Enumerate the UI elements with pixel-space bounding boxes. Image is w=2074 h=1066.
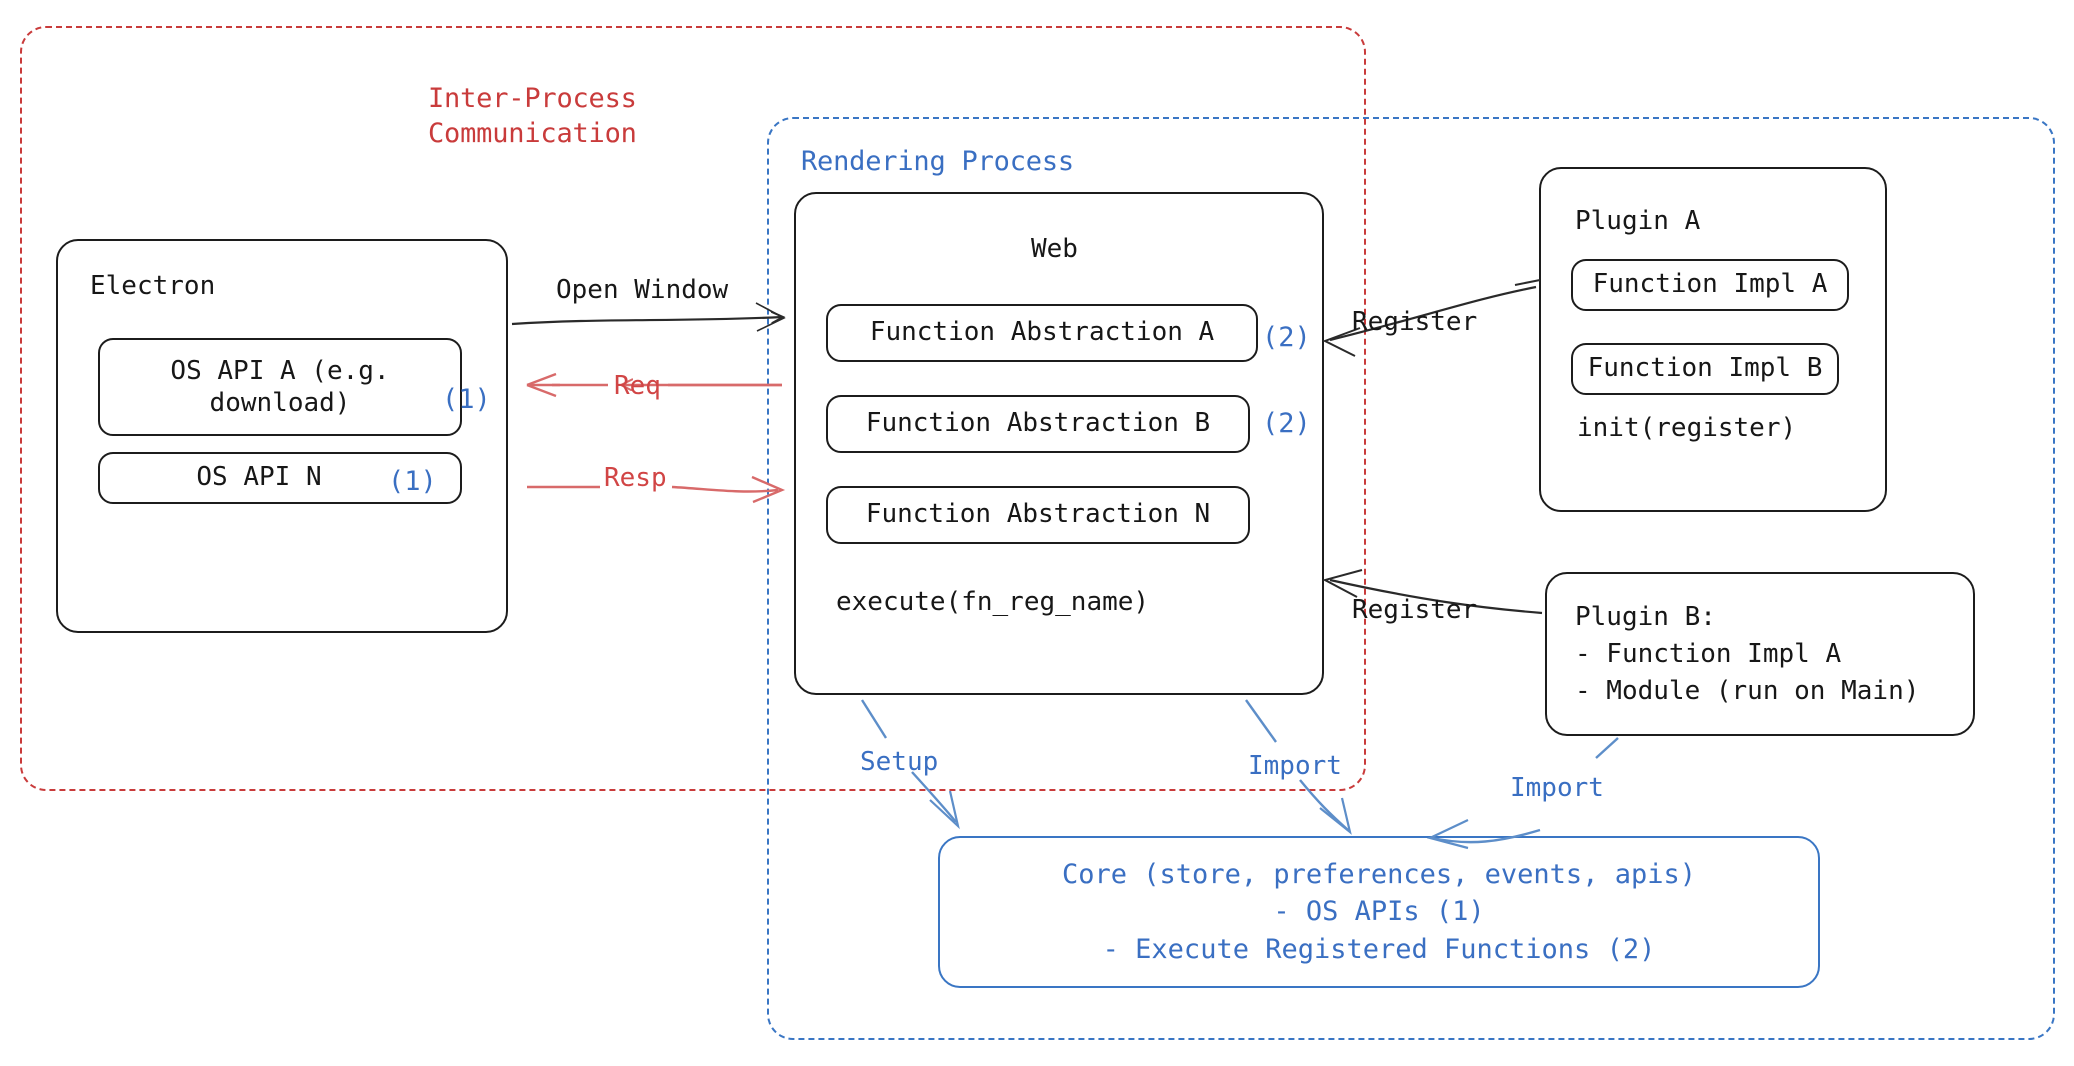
electron-title: Electron: [90, 271, 216, 301]
plugin-a-function-impl-a-box[interactable]: Function Impl A: [1571, 259, 1849, 311]
plugin-b-box[interactable]: Plugin B: - Function Impl A - Module (ru…: [1545, 572, 1975, 736]
edge-label-resp: Resp: [604, 463, 667, 493]
function-abstraction-a-box[interactable]: Function Abstraction A: [826, 304, 1258, 362]
electron-box[interactable]: Electron OS API A (e.g. download) (1) OS…: [56, 239, 508, 633]
function-abstraction-b-marker: (2): [1262, 408, 1311, 439]
edge-label-import-plugin: Import: [1510, 773, 1604, 803]
os-api-n-label: OS API N: [196, 462, 322, 493]
region-label-rendering-process: Rendering Process: [801, 146, 1074, 177]
plugin-a-title: Plugin A: [1575, 206, 1701, 236]
web-execute-label: execute(fn_reg_name): [836, 587, 1150, 617]
region-label-ipc: Inter-Process Communication: [428, 83, 637, 149]
function-abstraction-n-box[interactable]: Function Abstraction N: [826, 486, 1250, 544]
plugin-b-label: Plugin B: - Function Impl A - Module (ru…: [1575, 602, 1920, 706]
edge-label-req: Req: [614, 371, 661, 401]
os-api-a-marker: (1): [442, 384, 491, 415]
web-box[interactable]: Web Function Abstraction A Function Abst…: [794, 192, 1324, 695]
function-abstraction-b-box[interactable]: Function Abstraction B: [826, 395, 1250, 453]
os-api-n-box[interactable]: OS API N: [98, 452, 462, 504]
core-box[interactable]: Core (store, preferences, events, apis) …: [938, 836, 1820, 988]
core-label: Core (store, preferences, events, apis) …: [1062, 859, 1696, 965]
edge-label-setup: Setup: [860, 747, 939, 777]
plugin-a-function-impl-b-box[interactable]: Function Impl B: [1571, 343, 1839, 395]
plugin-a-function-impl-b-label: Function Impl B: [1587, 353, 1823, 384]
function-abstraction-a-label: Function Abstraction A: [869, 317, 1215, 348]
edge-label-register-top: Register: [1352, 307, 1478, 337]
edge-label-import-web: Import: [1248, 751, 1342, 781]
os-api-a-box[interactable]: OS API A (e.g. download): [98, 338, 462, 436]
plugin-a-function-impl-a-label: Function Impl A: [1592, 269, 1828, 300]
region-rendering-process: [767, 117, 2055, 1040]
edge-label-open-window: Open Window: [556, 275, 729, 305]
web-title: Web: [1031, 234, 1078, 264]
function-abstraction-a-marker: (2): [1262, 322, 1311, 353]
edge-label-register-bottom: Register: [1352, 595, 1478, 625]
function-abstraction-b-label: Function Abstraction B: [865, 408, 1211, 439]
plugin-a-init-label: init(register): [1577, 413, 1797, 443]
os-api-n-marker: (1): [388, 466, 437, 497]
os-api-a-label: OS API A (e.g. download): [170, 355, 390, 418]
region-inter-process-communication: [20, 26, 1366, 791]
function-abstraction-n-label: Function Abstraction N: [865, 499, 1211, 530]
plugin-a-box[interactable]: Plugin A Function Impl A Function Impl B…: [1539, 167, 1887, 512]
